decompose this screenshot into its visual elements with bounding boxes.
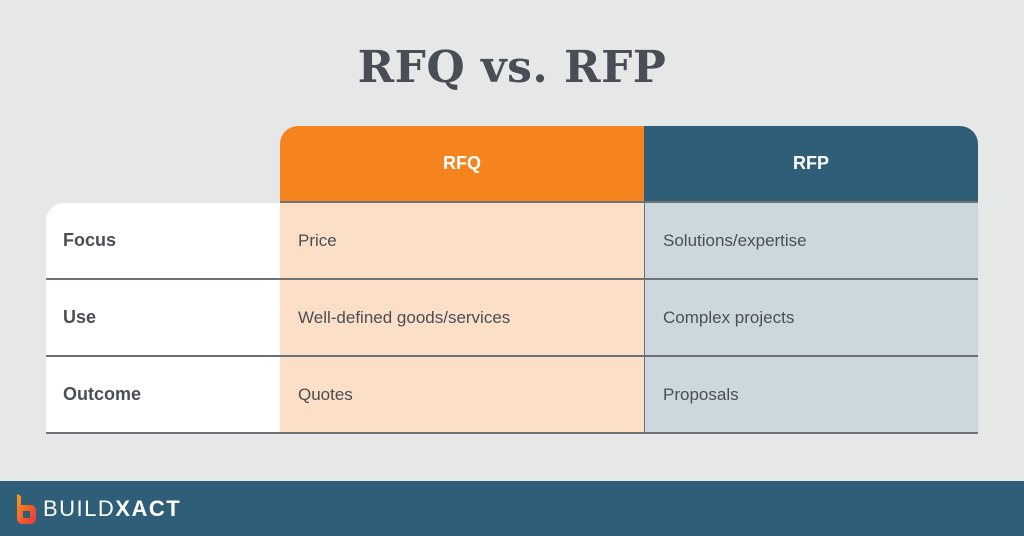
row-label: Focus — [63, 230, 117, 250]
page-title: RFQ vs. RFP — [357, 42, 667, 93]
column-divider — [644, 203, 645, 434]
table-row-focus: Focus Price Solutions/expertise — [46, 203, 978, 280]
buildxact-logo: BUILDXACT — [15, 493, 181, 525]
rfp-cell: Solutions/expertise — [663, 230, 807, 250]
rfp-column-body — [644, 203, 978, 434]
row-label-column — [46, 203, 280, 434]
table-row-outcome: Outcome Quotes Proposals — [46, 357, 978, 434]
rfp-cell: Proposals — [663, 384, 739, 404]
rfq-column-body — [280, 203, 644, 434]
column-header-rfp: RFP — [644, 126, 978, 203]
buildxact-b-logo-icon — [17, 494, 36, 524]
row-label: Outcome — [63, 384, 142, 404]
rfq-cell: Well-defined goods/services — [298, 307, 511, 327]
column-header-rfq: RFQ — [280, 126, 644, 203]
rfq-cell: Price — [298, 230, 337, 250]
table-row-use: Use Well-defined goods/services Complex … — [46, 280, 978, 357]
rfq-cell: Quotes — [298, 384, 353, 404]
rfp-cell: Complex projects — [663, 307, 795, 327]
brand-name: BUILDXACT — [43, 496, 182, 521]
row-label: Use — [63, 307, 97, 327]
footer-bar — [0, 481, 1024, 536]
